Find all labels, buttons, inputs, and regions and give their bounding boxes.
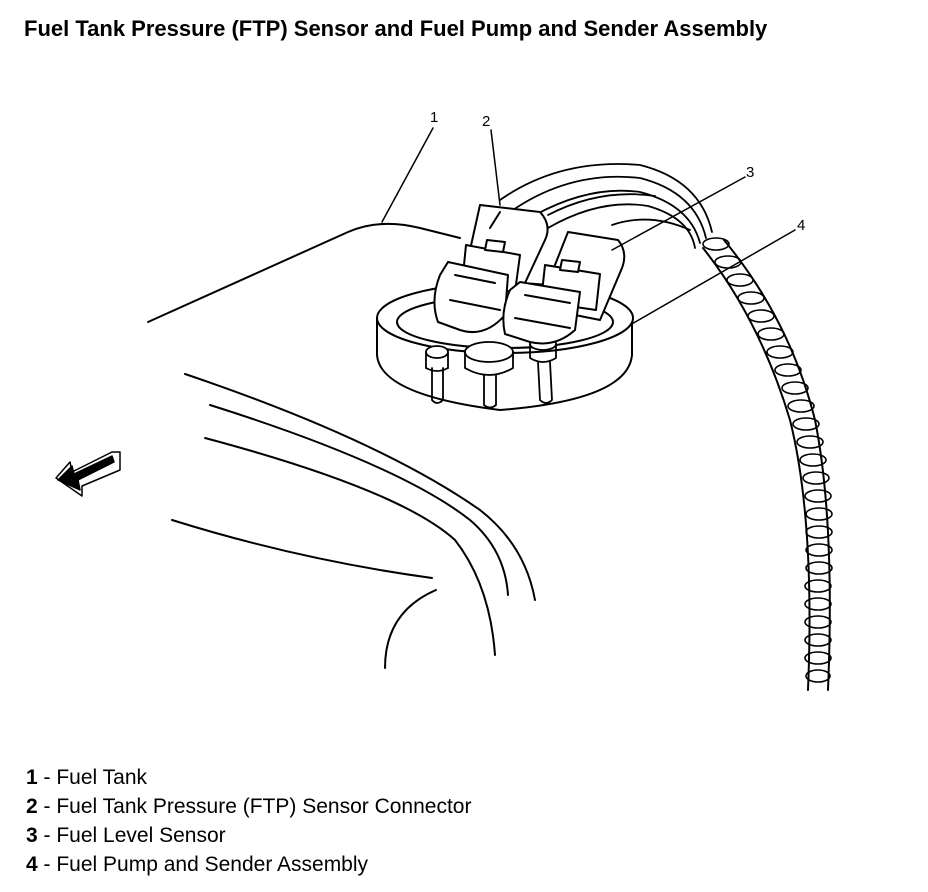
module-fittings (425, 337, 557, 409)
callout-1: 1 (430, 109, 438, 126)
legend-separator: - (37, 795, 57, 818)
legend-separator: - (37, 766, 57, 789)
legend-number: 1 (26, 766, 38, 789)
leader-line-2 (490, 129, 501, 206)
front-direction-arrow-icon (55, 451, 121, 497)
fuel-level-sensor-connector (502, 231, 626, 345)
callout-leaders (381, 127, 796, 326)
leader-line-4 (629, 229, 796, 326)
callout-4: 4 (797, 217, 805, 234)
legend-number: 3 (26, 824, 38, 847)
legend-item: 1 - Fuel Tank (26, 763, 471, 792)
callout-2: 2 (482, 113, 490, 130)
legend-separator: - (37, 824, 57, 847)
legend-separator: - (37, 853, 57, 876)
callout-3: 3 (746, 164, 754, 181)
legend-label: Fuel Pump and Sender Assembly (56, 853, 369, 876)
legend-number: 2 (26, 795, 38, 818)
legend-label: Fuel Level Sensor (56, 824, 226, 847)
page-title: Fuel Tank Pressure (FTP) Sensor and Fuel… (24, 16, 768, 41)
leader-line-1 (381, 127, 434, 223)
legend: 1 - Fuel Tank 2 - Fuel Tank Pressure (FT… (26, 763, 471, 879)
leader-line-3 (611, 176, 746, 251)
fuel-tank (147, 222, 536, 669)
legend-item: 4 - Fuel Pump and Sender Assembly (26, 850, 471, 879)
legend-label: Fuel Tank (56, 766, 148, 789)
legend-item: 3 - Fuel Level Sensor (26, 821, 471, 850)
corrugated-conduit (702, 237, 833, 691)
wiring-harness (499, 163, 713, 249)
ftp-sensor-connector (433, 204, 549, 334)
legend-item: 2 - Fuel Tank Pressure (FTP) Sensor Conn… (26, 792, 471, 821)
legend-label: Fuel Tank Pressure (FTP) Sensor Connecto… (56, 795, 472, 818)
legend-number: 4 (26, 853, 38, 876)
